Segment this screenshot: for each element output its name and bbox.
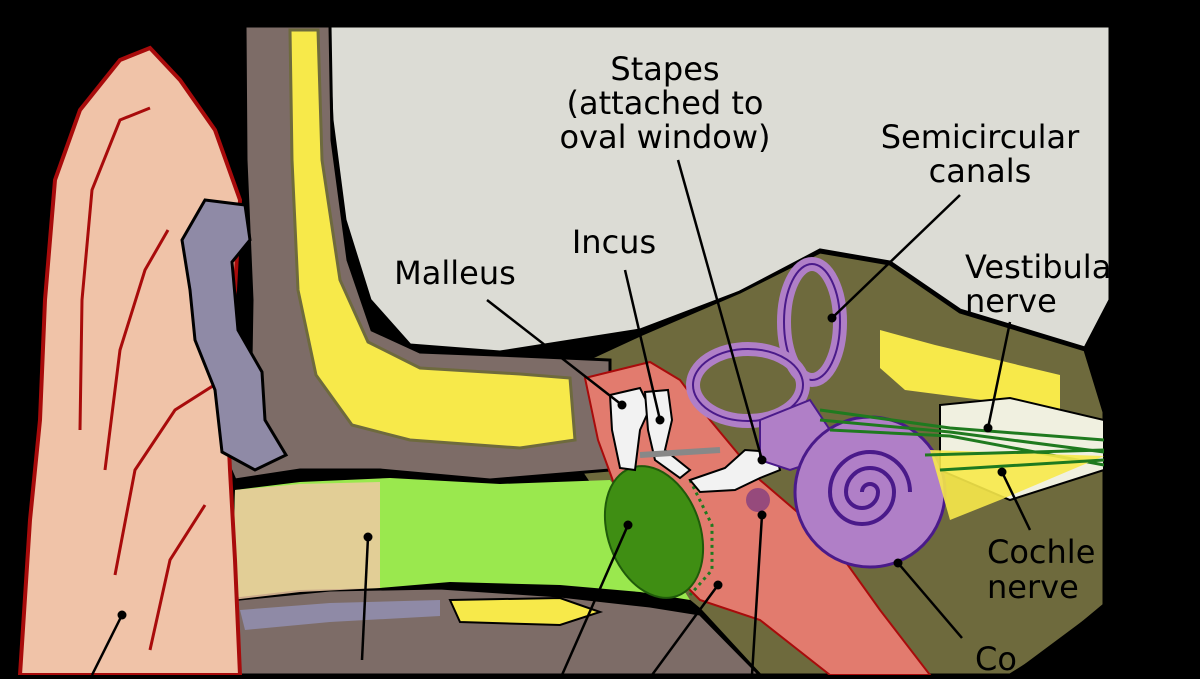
right-black-mask-top <box>1104 26 1200 412</box>
tragus-cartilage <box>180 198 289 472</box>
ossicle-connector <box>639 447 721 458</box>
auricle <box>17 45 243 677</box>
right-black-mask <box>1010 412 1200 675</box>
leader-cochlea <box>897 562 963 639</box>
label-vestibular-line2: nerve <box>965 282 1057 320</box>
label-cochlear-line1: Cochle <box>987 533 1095 571</box>
leader-auricle <box>90 614 124 676</box>
leader-incus <box>623 269 662 421</box>
leader-cochlear <box>1000 471 1032 531</box>
semicircular-canal-vertical-outline <box>783 263 841 381</box>
label-semicircular-line2: canals <box>929 152 1032 190</box>
lower-yellow-patch <box>448 596 604 627</box>
lower-blue-band <box>240 600 440 630</box>
leader-malleus <box>486 299 623 406</box>
label-stapes-line3: oval window) <box>559 118 770 156</box>
label-stapes-line1: Stapes <box>610 50 719 88</box>
leader-semicircular <box>831 194 961 319</box>
stapes-bone <box>688 448 782 494</box>
ear-canal-skin-fade <box>232 482 380 600</box>
leader-eardrum <box>560 524 630 676</box>
label-semicircular-line1: Semicircular <box>881 118 1080 156</box>
leader-vestibular <box>986 321 1012 429</box>
eardrum-edge-dotted <box>688 479 714 596</box>
label-malleus: Malleus <box>394 254 516 292</box>
cochlea-spiral <box>827 450 912 526</box>
upper-yellow-layer <box>288 28 577 450</box>
antihelix-fold <box>103 229 170 471</box>
label-stapes-line2: (attached to <box>567 84 764 122</box>
leader-canal <box>360 536 370 661</box>
leader-lines <box>90 159 1032 676</box>
label-vestibular-line1: Vestibula <box>965 248 1111 286</box>
lobe-fold <box>148 504 207 651</box>
concha-fold <box>113 373 231 576</box>
leader-middle-ear <box>650 584 720 676</box>
label-cochlea: Co <box>975 640 1017 675</box>
leader-dots <box>117 313 1007 620</box>
label-incus: Incus <box>572 223 656 261</box>
cochlea <box>793 415 947 569</box>
leader-stapes <box>676 159 764 461</box>
leader-round-window <box>750 514 764 676</box>
helix-fold <box>78 106 151 431</box>
semicircular-canal-horizontal-outline <box>692 348 804 422</box>
round-window <box>746 488 770 512</box>
label-cochlear-line2: nerve <box>987 568 1079 606</box>
skull-yellow-patch <box>880 330 1060 410</box>
cochlear-nerve-lines <box>924 448 1105 472</box>
